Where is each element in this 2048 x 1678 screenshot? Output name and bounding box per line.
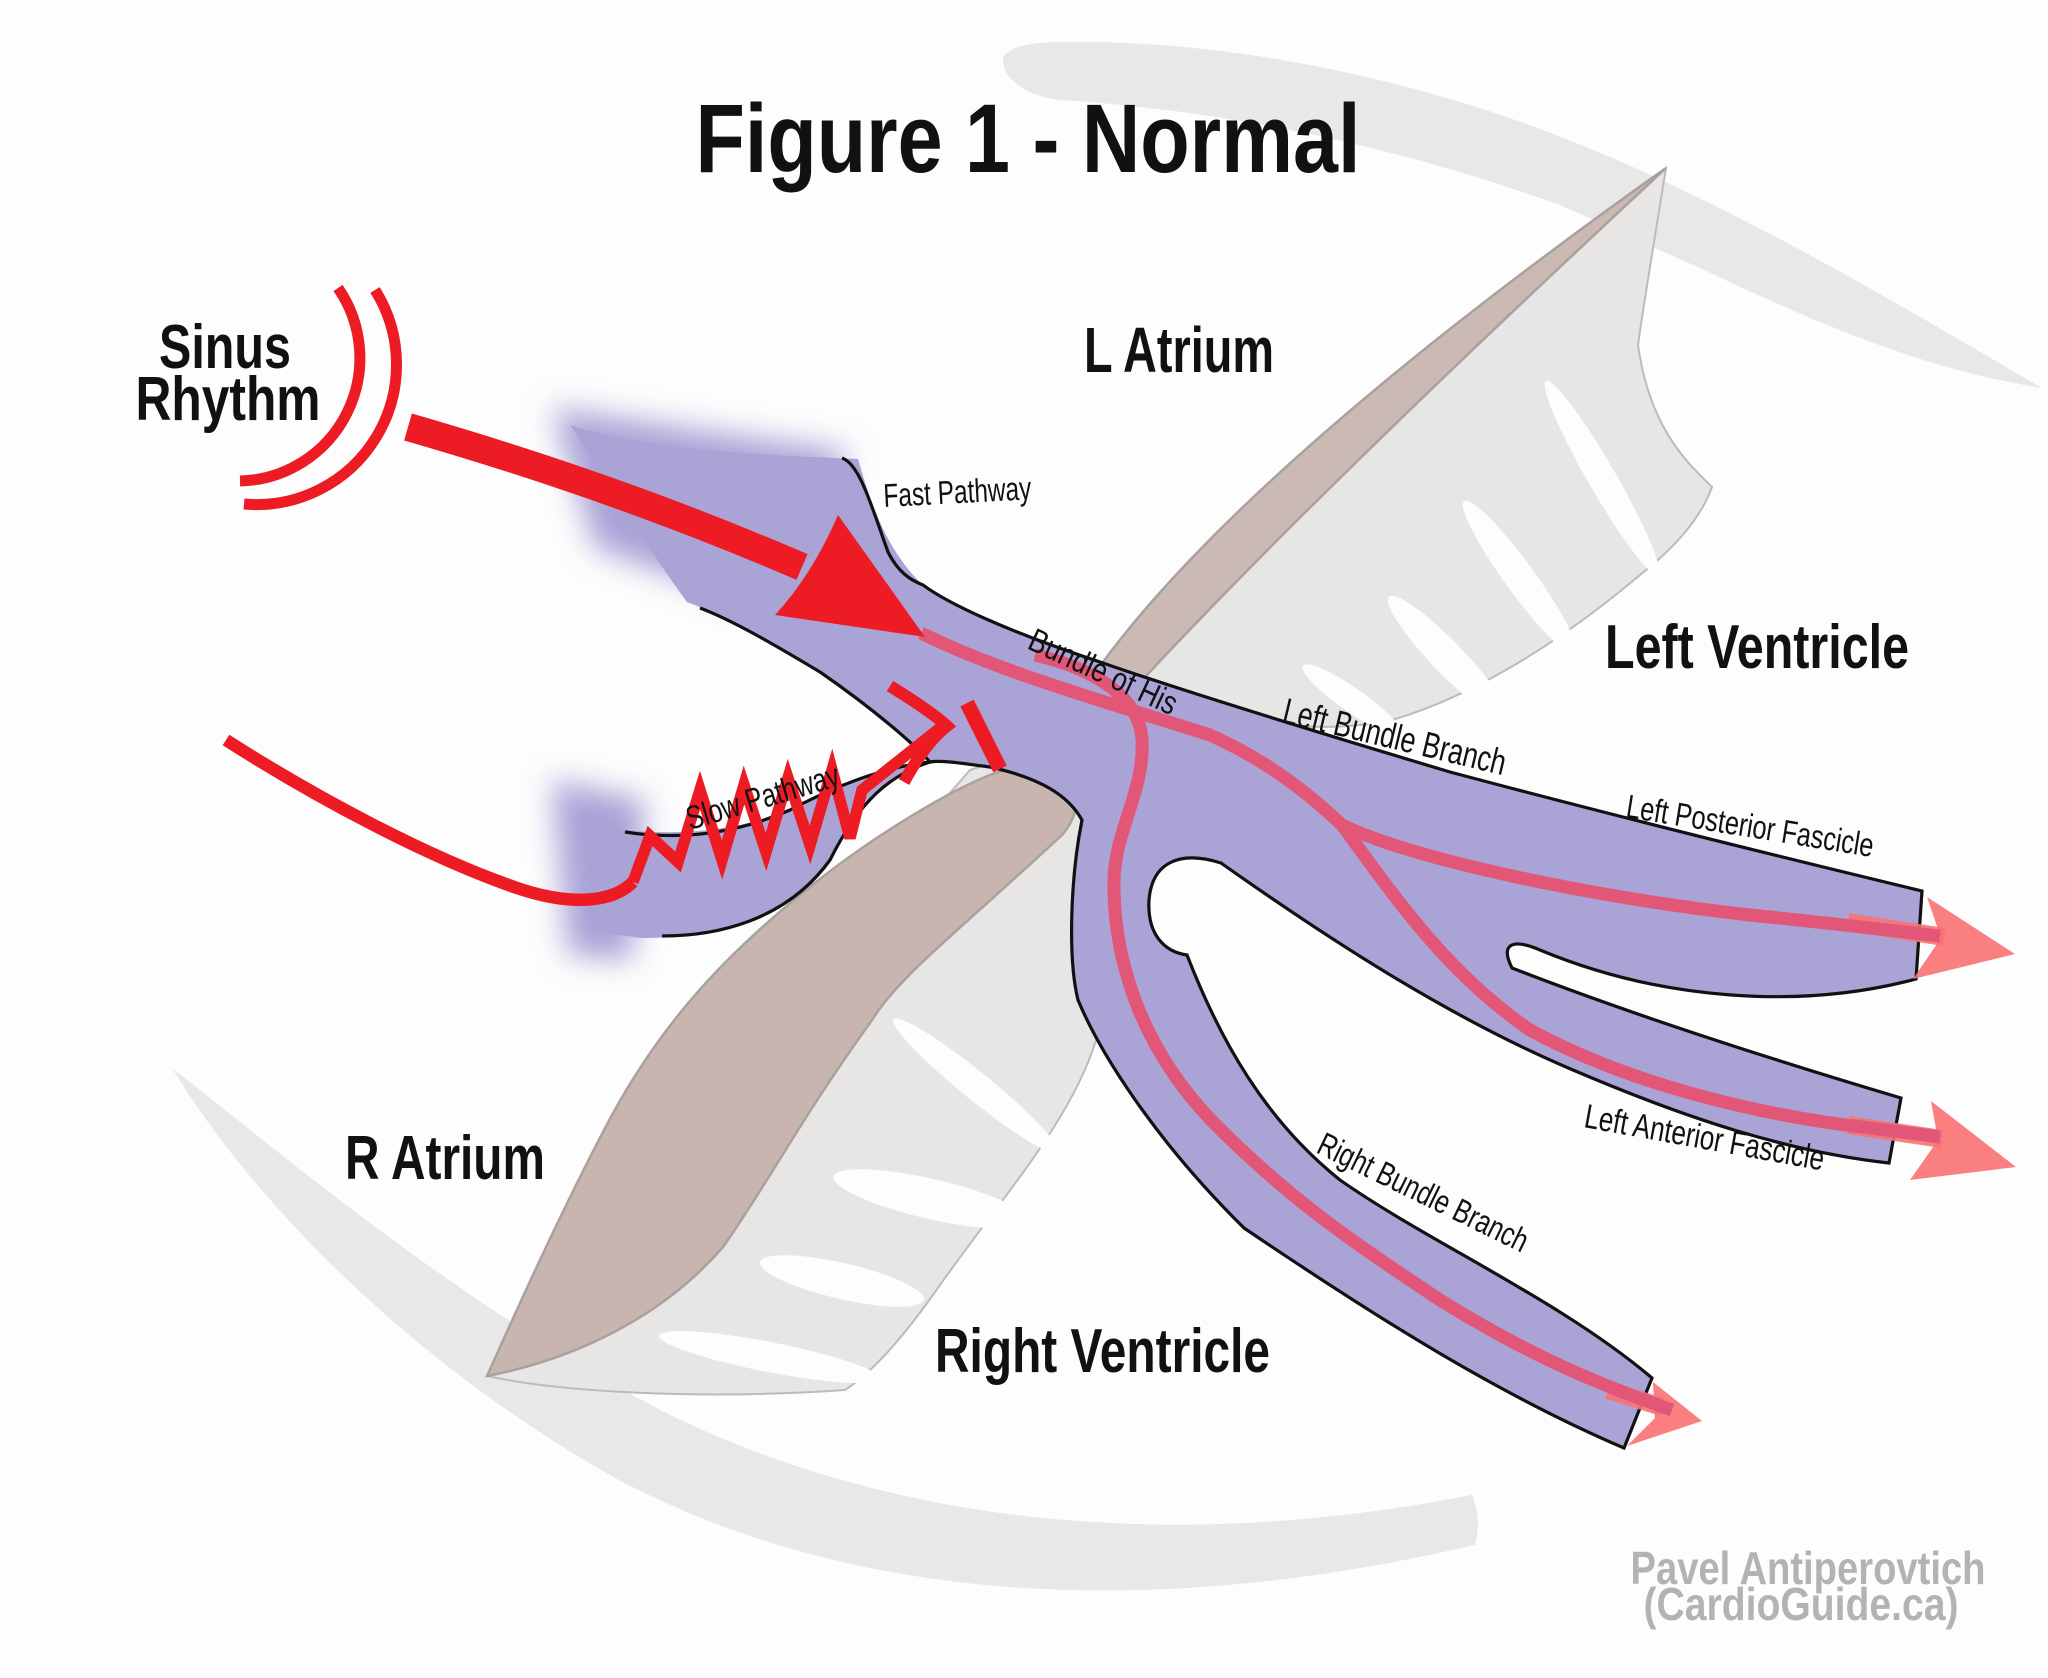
svg-text:Rhythm: Rhythm [136, 365, 321, 434]
svg-text:Figure 1 - Normal: Figure 1 - Normal [696, 84, 1361, 193]
svg-text:Right Ventricle: Right Ventricle [935, 1317, 1270, 1386]
svg-text:Fast Pathway: Fast Pathway [882, 469, 1032, 514]
svg-text:Left Ventricle: Left Ventricle [1605, 613, 1909, 682]
svg-text:(CardioGuide.ca): (CardioGuide.ca) [1644, 1578, 1959, 1630]
svg-text:R Atrium: R Atrium [345, 1124, 545, 1193]
svg-text:Pavel Antiperovtich: Pavel Antiperovtich [1631, 1542, 1986, 1594]
svg-text:Sinus: Sinus [159, 313, 291, 382]
svg-text:L Atrium: L Atrium [1084, 314, 1274, 386]
